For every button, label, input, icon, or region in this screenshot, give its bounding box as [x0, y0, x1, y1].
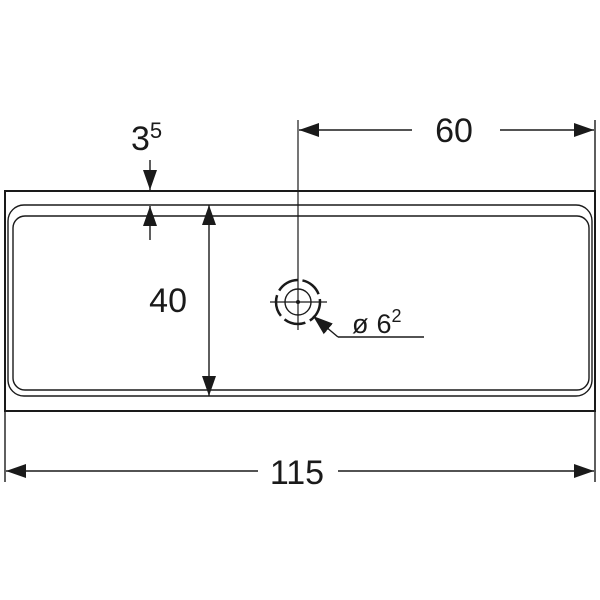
- drain-inner-circle: [284, 288, 312, 316]
- drain-diameter-superscript: 2: [392, 306, 402, 326]
- drain-center-dot: [296, 300, 300, 304]
- drain-offset-dimension: 60: [299, 112, 594, 150]
- depth-dimension-label: 40: [149, 282, 187, 320]
- drain-symbol: [270, 120, 327, 330]
- rim-value: 3: [131, 120, 150, 158]
- diameter-symbol: ø: [352, 309, 369, 339]
- rim-dimension-label: 35: [131, 118, 162, 158]
- drain-diameter-value: 6: [377, 309, 392, 339]
- callout-leader: [312, 315, 339, 338]
- bowl-outer-edge: [7, 204, 593, 397]
- drain-outer-circle: [274, 278, 322, 326]
- width-dimension: 115: [6, 454, 594, 492]
- basin-outline: [4, 120, 596, 482]
- rim-dimension: 35: [131, 118, 162, 240]
- depth-dimension: 40: [149, 205, 216, 396]
- outer-rim: [4, 190, 596, 412]
- offset-dimension-label: 60: [435, 112, 473, 150]
- bowl-inner-edge: [12, 215, 590, 391]
- width-dimension-label: 115: [270, 454, 324, 492]
- rim-value-superscript: 5: [150, 118, 162, 143]
